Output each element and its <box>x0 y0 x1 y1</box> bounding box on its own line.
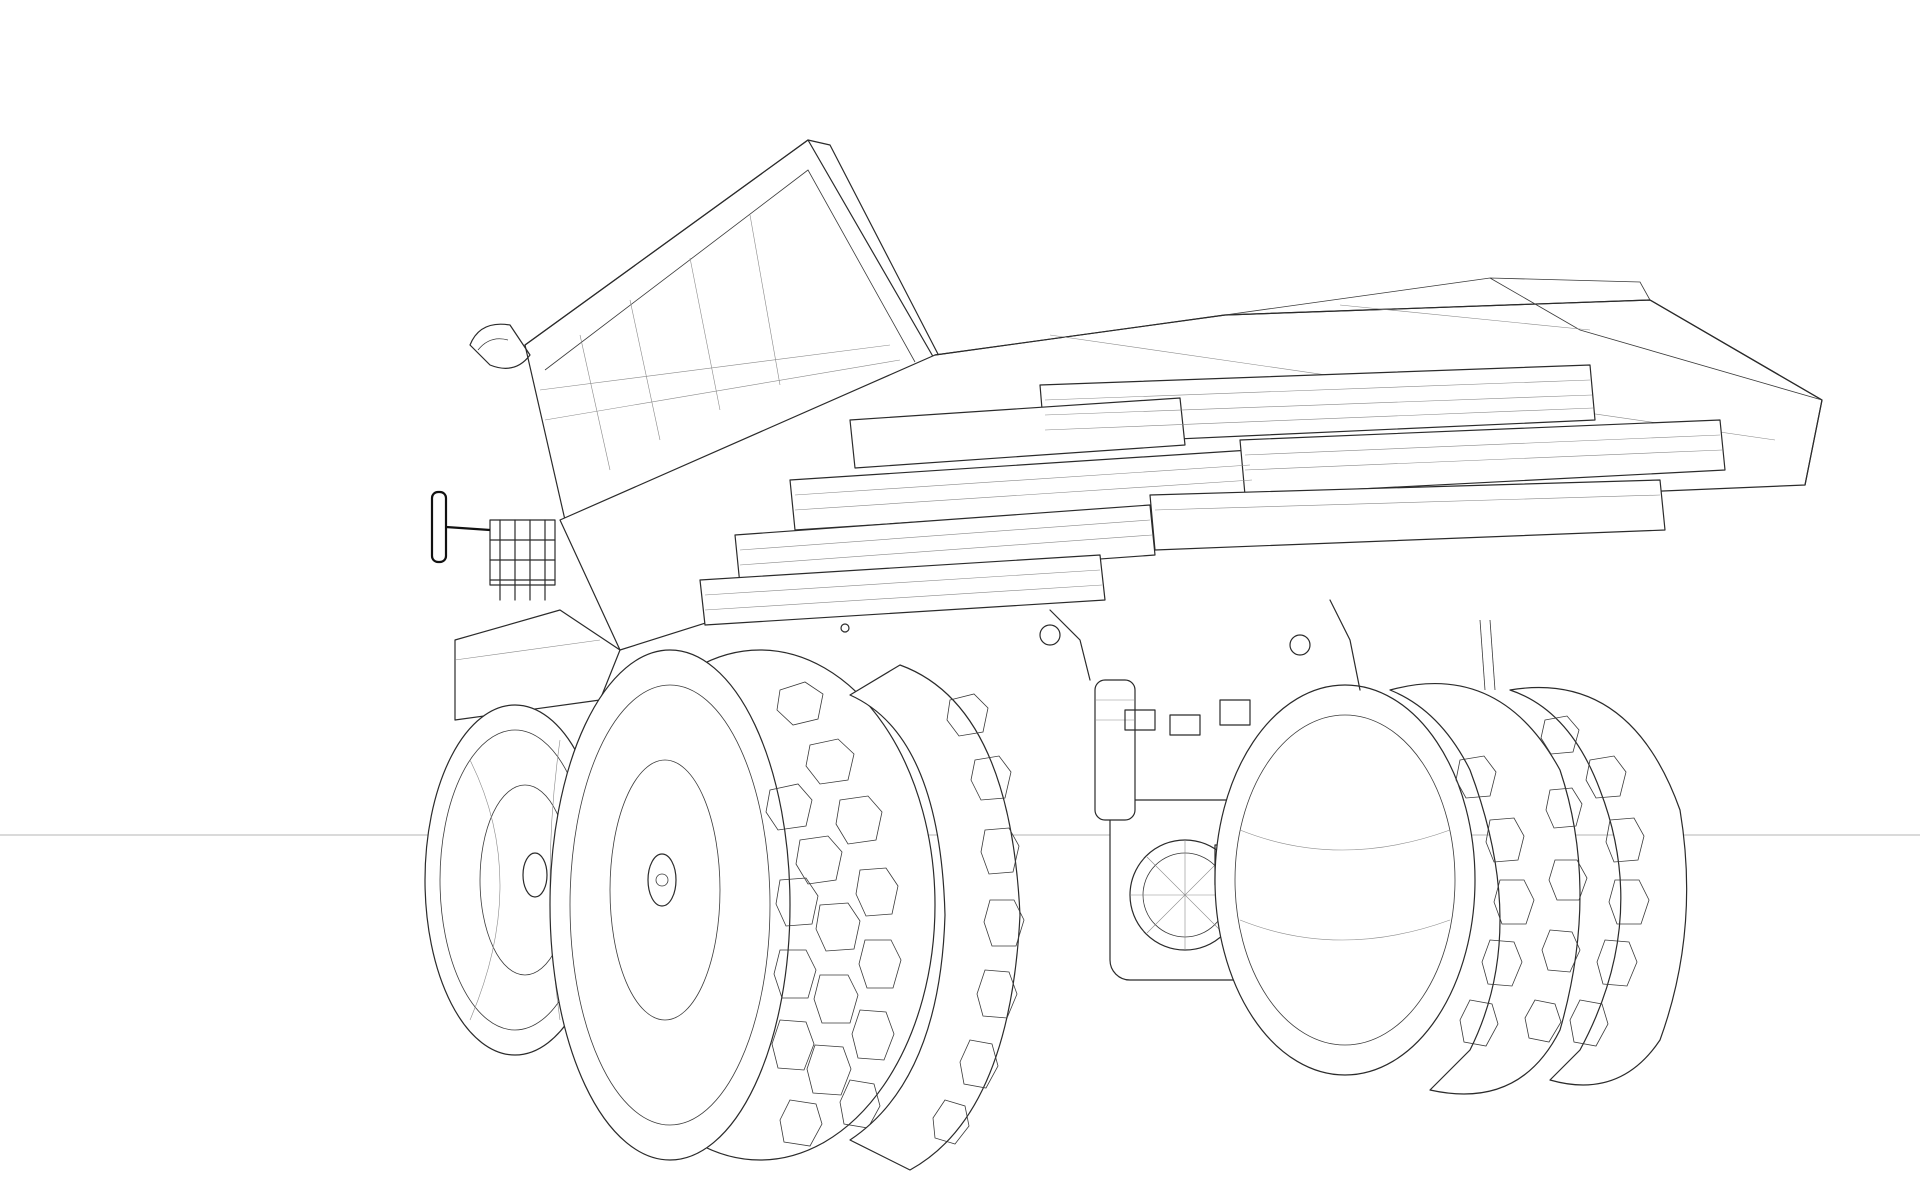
rear-right-tire-outer <box>1389 683 1688 1095</box>
rear-right-wheel-inner <box>1214 684 1476 1076</box>
dump-body <box>524 139 1823 651</box>
tire-tread <box>765 681 902 1147</box>
rear-left-tire-outer <box>549 649 936 1161</box>
rear-left-tire-inner <box>849 664 1025 1171</box>
frame-rails <box>840 599 1496 691</box>
tire-tread <box>1455 715 1650 1047</box>
side-mirror-icon <box>430 490 448 564</box>
cab <box>430 323 621 721</box>
bed-cross-members <box>699 364 1726 626</box>
